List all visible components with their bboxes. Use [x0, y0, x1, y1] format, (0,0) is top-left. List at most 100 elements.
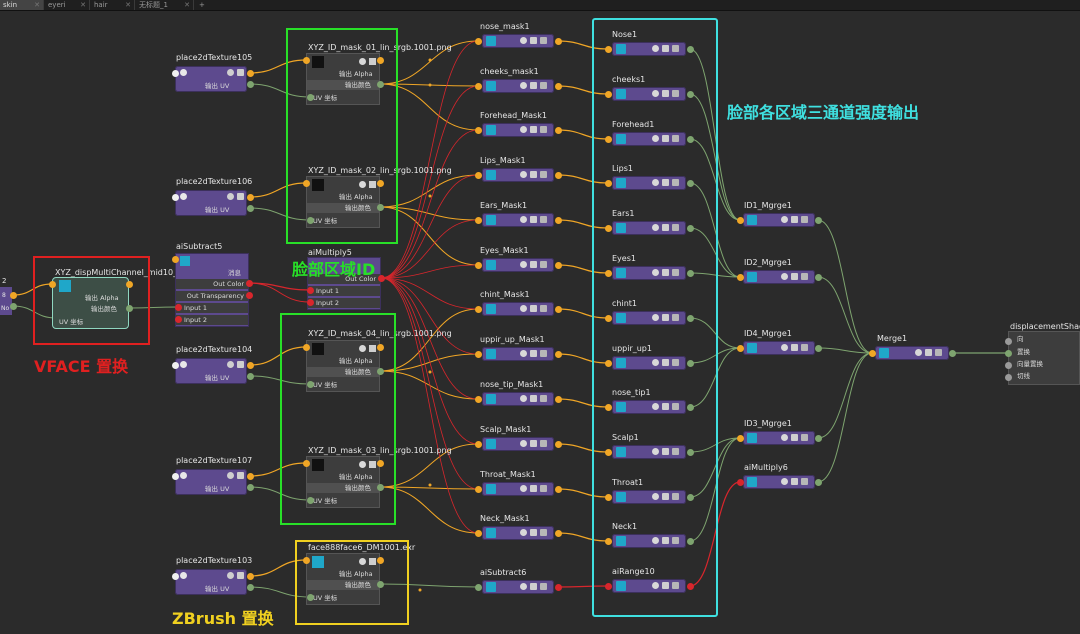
node-expand-icon[interactable]	[791, 216, 798, 223]
node-toggle-icon[interactable]	[652, 403, 659, 410]
node-menu-icon[interactable]	[540, 82, 547, 89]
place2d-output-port[interactable]	[246, 572, 254, 580]
channel-input-port[interactable]	[604, 224, 612, 232]
node-expand-icon[interactable]	[237, 472, 244, 479]
channel-output-port[interactable]	[686, 403, 694, 411]
mask-output-port[interactable]	[554, 261, 562, 269]
mask-input-port[interactable]	[474, 395, 482, 403]
node-menu-icon[interactable]	[369, 345, 376, 352]
file-color-output-port[interactable]	[376, 367, 384, 375]
node-toggle-icon[interactable]	[652, 45, 659, 52]
node-toggle-icon[interactable]	[520, 440, 527, 447]
channel-input-port[interactable]	[604, 448, 612, 456]
node-toggle-icon[interactable]	[227, 69, 234, 76]
mask-node[interactable]	[482, 213, 554, 227]
node-toggle-icon[interactable]	[227, 472, 234, 479]
merge-node[interactable]	[743, 213, 815, 227]
channel-input-port[interactable]	[604, 179, 612, 187]
place2d-input-port[interactable]	[171, 472, 179, 480]
node-toggle-icon[interactable]	[652, 90, 659, 97]
mask-node[interactable]	[482, 123, 554, 137]
place2d-texture-node[interactable]: 输出 UV	[175, 66, 247, 92]
node-toggle-icon[interactable]	[520, 529, 527, 536]
place2d-texture-node[interactable]: 输出 UV	[175, 569, 247, 595]
node-menu-icon[interactable]	[672, 537, 679, 544]
close-icon[interactable]: ✕	[34, 1, 40, 9]
node-menu-icon[interactable]	[540, 126, 547, 133]
node-toggle-icon[interactable]	[520, 395, 527, 402]
node-toggle-icon[interactable]	[520, 261, 527, 268]
node-expand-icon[interactable]	[530, 126, 537, 133]
node-menu-icon[interactable]	[540, 485, 547, 492]
file-input-port[interactable]	[302, 179, 310, 187]
mask-node[interactable]	[482, 258, 554, 272]
aimultiply5-input2-port[interactable]	[306, 298, 314, 306]
tab-hair[interactable]: hair✕	[91, 0, 135, 10]
mask-input-port[interactable]	[474, 171, 482, 179]
node-expand-icon[interactable]	[662, 493, 669, 500]
node-toggle-icon[interactable]	[520, 82, 527, 89]
merge1-input-port[interactable]	[868, 349, 876, 357]
channel-input-port[interactable]	[604, 493, 612, 501]
node-menu-icon[interactable]	[540, 583, 547, 590]
node-expand-icon[interactable]	[662, 537, 669, 544]
mask-node[interactable]	[482, 302, 554, 316]
node-toggle-icon[interactable]	[652, 135, 659, 142]
node-expand-icon[interactable]	[530, 261, 537, 268]
channel-input-port[interactable]	[604, 45, 612, 53]
node-expand-icon[interactable]	[530, 440, 537, 447]
file-input-port[interactable]	[302, 556, 310, 564]
file-color-output-port[interactable]	[376, 580, 384, 588]
node-toggle-icon[interactable]	[781, 216, 788, 223]
node-toggle-icon[interactable]	[359, 58, 366, 65]
node-expand-icon[interactable]	[530, 350, 537, 357]
mask-output-port[interactable]	[554, 485, 562, 493]
place2d-output-port[interactable]	[246, 193, 254, 201]
node-toggle-icon[interactable]	[520, 126, 527, 133]
place2d-input-port[interactable]	[171, 572, 179, 580]
mask-output-port[interactable]	[554, 305, 562, 313]
place2d-uv-output-port[interactable]	[246, 483, 254, 491]
mask-node[interactable]	[482, 580, 554, 594]
node-expand-icon[interactable]	[791, 273, 798, 280]
node-expand-icon[interactable]	[530, 305, 537, 312]
node-expand-icon[interactable]	[530, 395, 537, 402]
node-toggle-icon[interactable]	[652, 582, 659, 589]
left-offscreen-node[interactable]	[0, 287, 12, 315]
channel-output-port[interactable]	[686, 45, 694, 53]
node-menu-icon[interactable]	[540, 216, 547, 223]
merge-input-port[interactable]	[736, 273, 744, 281]
channel-input-port[interactable]	[604, 537, 612, 545]
merge-node[interactable]	[743, 431, 815, 445]
merge-input-port[interactable]	[736, 344, 744, 352]
channel-output-port[interactable]	[686, 269, 694, 277]
channel-node[interactable]	[612, 176, 686, 190]
file-output-port[interactable]	[376, 179, 384, 187]
node-menu-icon[interactable]	[540, 37, 547, 44]
mask-node[interactable]	[482, 392, 554, 406]
mask-node[interactable]	[482, 168, 554, 182]
node-expand-icon[interactable]	[662, 45, 669, 52]
node-toggle-icon[interactable]	[652, 448, 659, 455]
node-expand-icon[interactable]	[662, 359, 669, 366]
file-input-port[interactable]	[302, 459, 310, 467]
node-menu-icon[interactable]	[369, 558, 376, 565]
close-icon[interactable]: ✕	[184, 1, 190, 9]
stub-output-port[interactable]	[9, 291, 17, 299]
node-menu-icon[interactable]	[540, 305, 547, 312]
file-input-port[interactable]	[302, 56, 310, 64]
file-uv-input-port[interactable]	[306, 496, 314, 504]
place2d-texture-node[interactable]: 输出 UV	[175, 469, 247, 495]
channel-output-port[interactable]	[686, 582, 694, 590]
node-menu-icon[interactable]	[801, 344, 808, 351]
mask-input-port[interactable]	[474, 529, 482, 537]
node-expand-icon[interactable]	[237, 572, 244, 579]
place2d-output-port[interactable]	[246, 361, 254, 369]
channel-output-port[interactable]	[686, 448, 694, 456]
node-menu-icon[interactable]	[672, 45, 679, 52]
tab-eyeri[interactable]: eyeri✕	[45, 0, 90, 10]
channel-node[interactable]	[612, 87, 686, 101]
close-icon[interactable]: ✕	[125, 1, 131, 9]
